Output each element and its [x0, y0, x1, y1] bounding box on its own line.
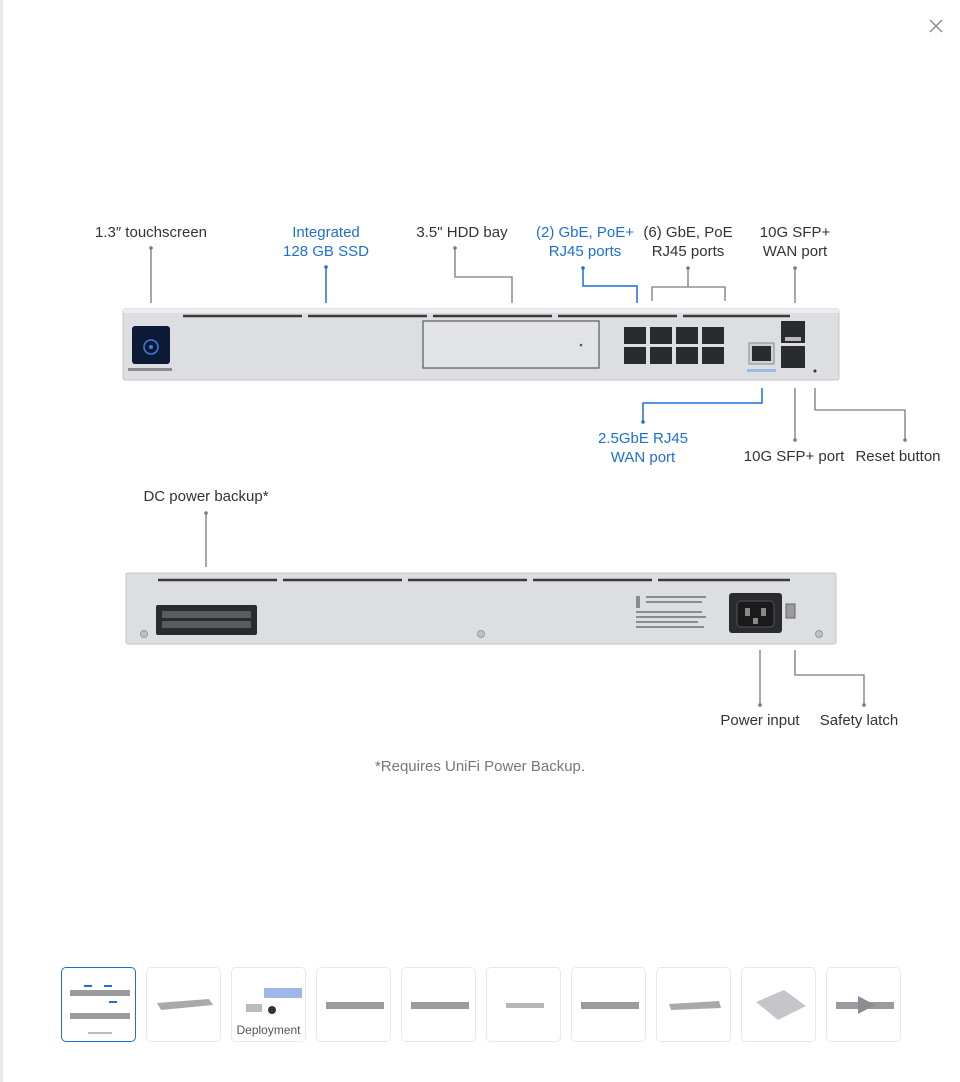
label-reset-button: Reset button: [855, 448, 941, 465]
thumb-image: [326, 1002, 384, 1009]
label-dc-power-backup: DC power backup*: [143, 488, 269, 505]
thumb-image: [581, 1002, 639, 1009]
label-sfp-wan: 10G SFP+ WAN port: [760, 223, 830, 261]
label-ssd-line2: 128 GB SSD: [283, 243, 369, 260]
thumb-image: [506, 1003, 544, 1008]
label-hdd-bay: 3.5" HDD bay: [416, 224, 508, 241]
label-sfp-wan-line2: WAN port: [762, 243, 828, 260]
label-poe-ports: (6) GbE, PoE RJ45 ports: [643, 223, 732, 261]
label-poeplus-ports: (2) GbE, PoE+ RJ45 ports: [536, 223, 634, 261]
label-safety-latch: Safety latch: [819, 712, 899, 729]
thumb-image: [157, 999, 213, 1010]
label-poe-line1: (6) GbE, PoE: [643, 224, 733, 241]
front-leader-lines: [150, 248, 906, 440]
thumbnail-7[interactable]: [571, 967, 646, 1042]
thumb-image: [70, 985, 130, 1034]
front-panel-diagram: [122, 246, 907, 442]
modal-edge: [0, 0, 3, 1082]
thumb-image: [756, 990, 806, 1020]
label-sfp-port: 10G SFP+ port: [743, 448, 845, 465]
label-rj45-wan-line1: 2.5GbE RJ45: [597, 430, 689, 447]
label-poeplus-line2: RJ45 ports: [548, 243, 622, 260]
thumb-image: [246, 988, 302, 1014]
rear-panel-diagram: [125, 511, 866, 707]
thumbnail-5[interactable]: [401, 967, 476, 1042]
footnote: *Requires UniFi Power Backup.: [374, 758, 586, 775]
label-ssd: Integrated 128 GB SSD: [283, 223, 369, 261]
thumbnail-10[interactable]: [826, 967, 901, 1042]
thumbnail-1[interactable]: [61, 967, 136, 1042]
label-power-input: Power input: [720, 712, 800, 729]
close-button[interactable]: [924, 14, 948, 38]
label-ssd-line1: Integrated: [292, 224, 360, 241]
close-icon: [929, 19, 943, 33]
thumbnail-6[interactable]: [486, 967, 561, 1042]
thumbnail-caption: Deployment: [236, 1023, 301, 1037]
label-touchscreen: 1.3″ touchscreen: [94, 224, 208, 241]
thumb-image: [836, 996, 894, 1014]
label-rj45-wan: 2.5GbE RJ45 WAN port: [598, 429, 688, 467]
front-leader-lines-accent: [325, 267, 763, 422]
label-poeplus-line1: (2) GbE, PoE+: [536, 224, 634, 241]
label-sfp-wan-line1: 10G SFP+: [759, 224, 831, 241]
thumbnail-2[interactable]: [146, 967, 221, 1042]
thumb-image: [669, 1001, 721, 1010]
thumbnail-4[interactable]: [316, 967, 391, 1042]
thumb-image: [411, 1002, 469, 1009]
play-icon: [858, 996, 875, 1014]
thumbnail-8[interactable]: [656, 967, 731, 1042]
label-poe-line2: RJ45 ports: [651, 243, 725, 260]
thumbnail-9[interactable]: [741, 967, 816, 1042]
label-rj45-wan-line2: WAN port: [610, 449, 676, 466]
thumbnail-3[interactable]: Deployment: [231, 967, 306, 1042]
